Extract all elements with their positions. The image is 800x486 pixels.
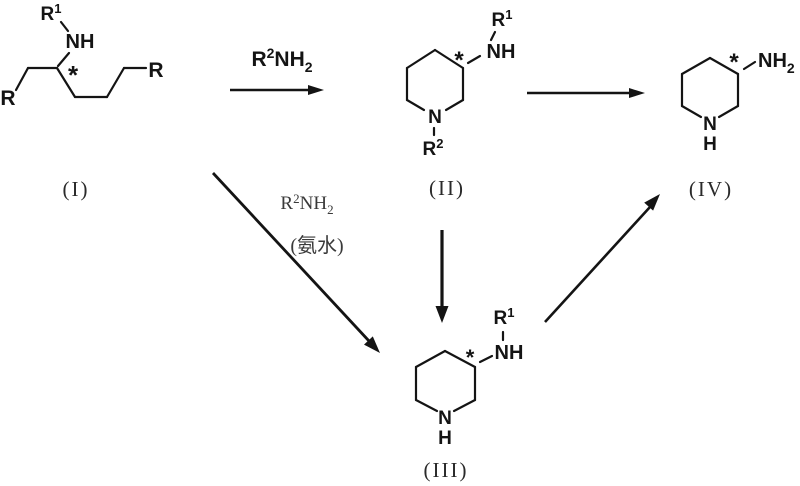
arrow-head (435, 306, 449, 323)
reagent-amine: NH (274, 48, 304, 71)
r1-base: R (492, 10, 506, 31)
arrow-head (308, 85, 324, 95)
r1-superscript: 1 (505, 7, 512, 22)
reagent-r: R (280, 193, 293, 214)
r1-base: R (41, 4, 55, 25)
reagent-r-sup: 2 (267, 45, 275, 61)
arrow-shaft (544, 206, 651, 323)
r1-superscript: 1 (54, 1, 61, 16)
reagent-amine-sub: 2 (327, 202, 334, 217)
ring-nh-hydrogen-label: H (438, 428, 452, 449)
bond (105, 66, 126, 99)
chiral-center-star: * (729, 49, 739, 76)
ring-bond (717, 104, 740, 119)
nh-label: NH (495, 342, 524, 364)
reagent-amine: NH (300, 193, 328, 214)
arrow-ii-to-iii (435, 230, 449, 323)
nh2-group-label: NH2 (758, 50, 795, 76)
chiral-center-star: * (454, 47, 464, 74)
ring-nitrogen-label: N (703, 114, 717, 135)
r2-group-label: R2 (423, 136, 444, 160)
nh2-base: NH (758, 50, 787, 72)
arrow-i-to-ii: R2NH2 (230, 45, 324, 95)
ring-bond (708, 56, 740, 76)
compound-ii-structure: N R2 * NH R1 (II) (405, 7, 516, 200)
reagent-r2nh2-serif-label: R2NH2 (280, 191, 333, 217)
ring-bond (405, 48, 437, 70)
compound-iv-tag: (IV) (689, 177, 733, 201)
nh-label: NH (487, 41, 516, 63)
ring-bond (433, 48, 465, 70)
chiral-center-star: * (68, 60, 79, 90)
compound-i-structure: R R R1 NH * (I) (0, 1, 163, 201)
r2-base: R (423, 139, 437, 160)
r1-group-label: R1 (494, 305, 515, 329)
r1-group-label: R1 (492, 7, 513, 31)
c-nh2-bond (742, 60, 757, 71)
reagent-r2nh2-bold-label: R2NH2 (251, 45, 312, 75)
compound-iii-tag: (III) (424, 458, 469, 482)
arrow-shaft (211, 172, 371, 342)
arrow-i-to-iii: R2NH2 (氨水) (211, 172, 380, 353)
reagent-ammonia-note-label: (氨水) (290, 234, 343, 257)
ring-bond (444, 98, 465, 112)
chiral-center-star: * (466, 345, 475, 370)
reagent-r-sup: 2 (293, 191, 300, 206)
bond (14, 66, 30, 92)
bond (56, 51, 71, 68)
r1-group-label: R1 (41, 1, 62, 25)
r-group-left-label: R (0, 87, 15, 110)
ring-nitrogen-label: N (428, 107, 442, 128)
compound-ii-tag: (II) (429, 176, 465, 200)
arrow-head (629, 88, 645, 98)
ring-nitrogen-label: N (438, 408, 452, 429)
nh-r1-bond (489, 30, 497, 42)
ring-bond (452, 398, 477, 413)
r2-superscript: 2 (436, 136, 443, 151)
ring-bond (680, 56, 712, 76)
ring-bond (443, 349, 477, 369)
nh2-subscript: 2 (787, 60, 795, 76)
compound-iv-structure: N H * NH2 (IV) (680, 49, 795, 201)
nh-label: NH (66, 31, 95, 53)
ring-bond (414, 349, 447, 369)
compound-i-tag: (I) (63, 177, 90, 201)
ring-bond (414, 398, 439, 413)
ring-bond (680, 104, 703, 119)
r1-superscript: 1 (507, 305, 514, 320)
reagent-r: R (251, 48, 266, 71)
c-nh-bond (478, 354, 494, 364)
arrow-iii-to-iv (544, 194, 660, 323)
bond (59, 20, 70, 33)
arrow-head (644, 194, 660, 211)
compound-iii-structure: N H * NH R1 (III) (414, 305, 524, 482)
c-nh-bond (466, 54, 482, 65)
ring-nh-hydrogen-label: H (703, 134, 717, 155)
bond (55, 66, 77, 99)
arrow-ii-to-iv (527, 88, 645, 98)
ring-bond (405, 98, 426, 112)
arrow-head (364, 336, 380, 353)
r-group-right-label: R (148, 59, 163, 82)
reagent-amine-sub: 2 (305, 59, 313, 75)
r1-base: R (494, 308, 508, 329)
